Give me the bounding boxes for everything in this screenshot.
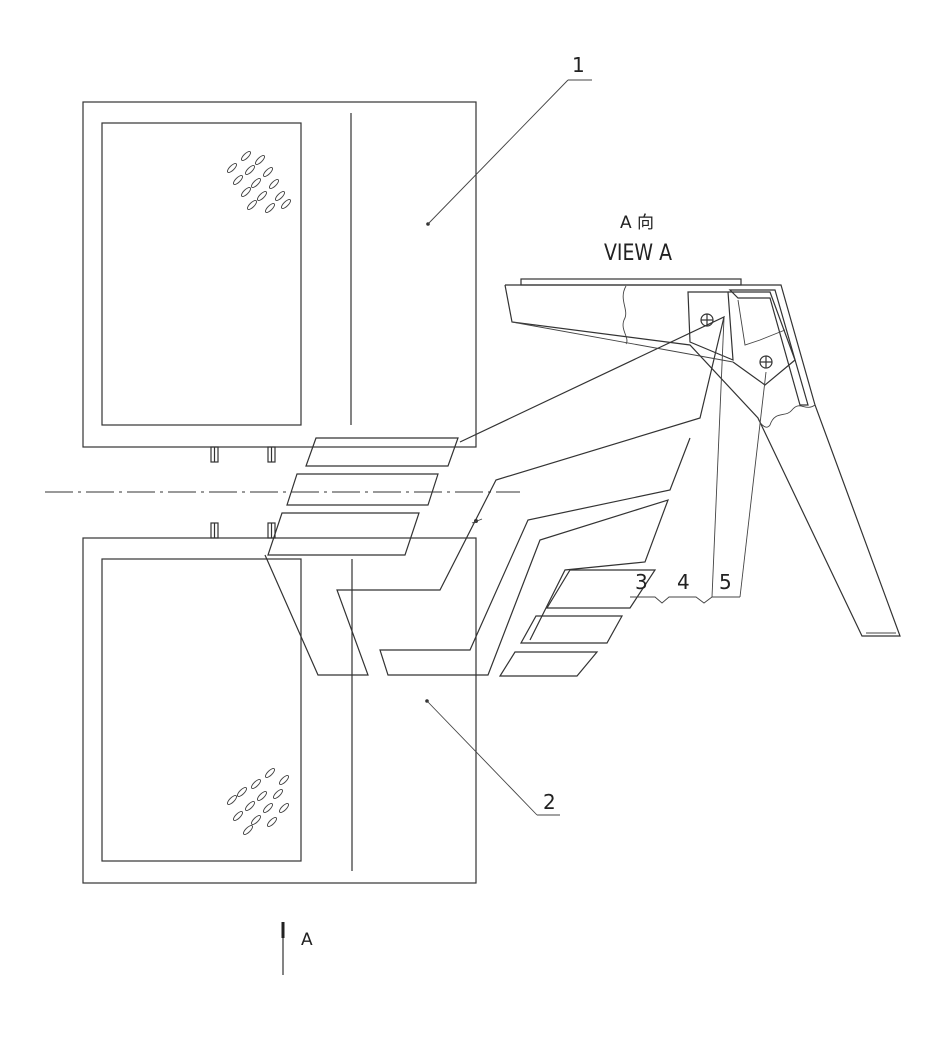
lower-panel <box>82 537 477 884</box>
view-a-detail <box>504 278 901 637</box>
view-label-cn: A 向 <box>620 213 654 233</box>
part-label-4: 4 <box>677 570 690 594</box>
leader-lines <box>426 79 767 816</box>
lower-texture-pattern <box>227 768 289 835</box>
upper-texture-pattern <box>227 151 291 213</box>
decor-logo <box>264 315 725 677</box>
upper-panel <box>82 101 477 448</box>
part-label-3: 3 <box>635 570 648 594</box>
part-label-5: 5 <box>719 570 732 594</box>
view-label-en: VIEW A <box>604 241 672 266</box>
part-label-2: 2 <box>543 790 556 814</box>
section-label-a: A <box>301 930 313 950</box>
section-arrow-a <box>281 922 285 975</box>
part-label-1: 1 <box>572 53 585 77</box>
